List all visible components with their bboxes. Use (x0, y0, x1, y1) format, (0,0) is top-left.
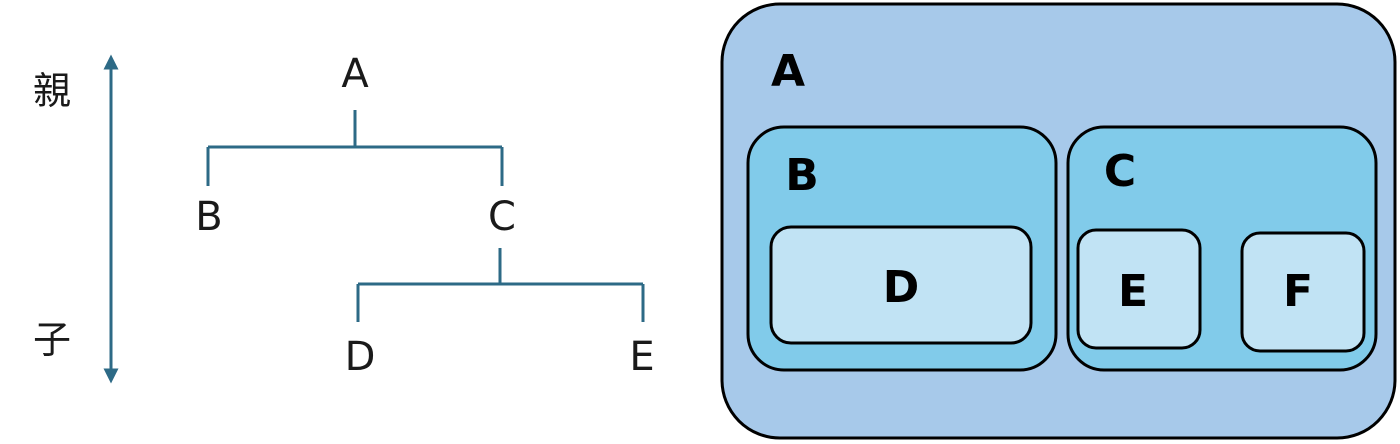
box-d (769, 225, 1033, 345)
nested-box-diagram: A B D C E F (720, 2, 1397, 440)
box-f-label: F (1283, 266, 1313, 317)
parent-label: 親 (33, 69, 71, 113)
parent-child-axis: 親 子 (33, 54, 119, 384)
tree-node-c: C (488, 194, 516, 240)
tree-node-d: D (345, 334, 376, 380)
edge-a-to-children (206, 110, 504, 186)
box-b-label: B (785, 150, 819, 201)
edge-c-to-children (356, 248, 645, 322)
box-e (1076, 228, 1202, 350)
tree-diagram: A B C D E (195, 51, 654, 380)
tree-node-a: A (341, 51, 369, 97)
child-label: 子 (33, 318, 71, 362)
tree-node-e: E (629, 334, 654, 380)
tree-edges (206, 110, 645, 322)
box-f (1240, 231, 1366, 353)
box-c-label: C (1104, 146, 1136, 197)
box-d-label: D (883, 262, 920, 313)
box-a-label: A (771, 46, 805, 97)
tree-node-b: B (195, 194, 222, 240)
box-e-label: E (1118, 266, 1148, 317)
